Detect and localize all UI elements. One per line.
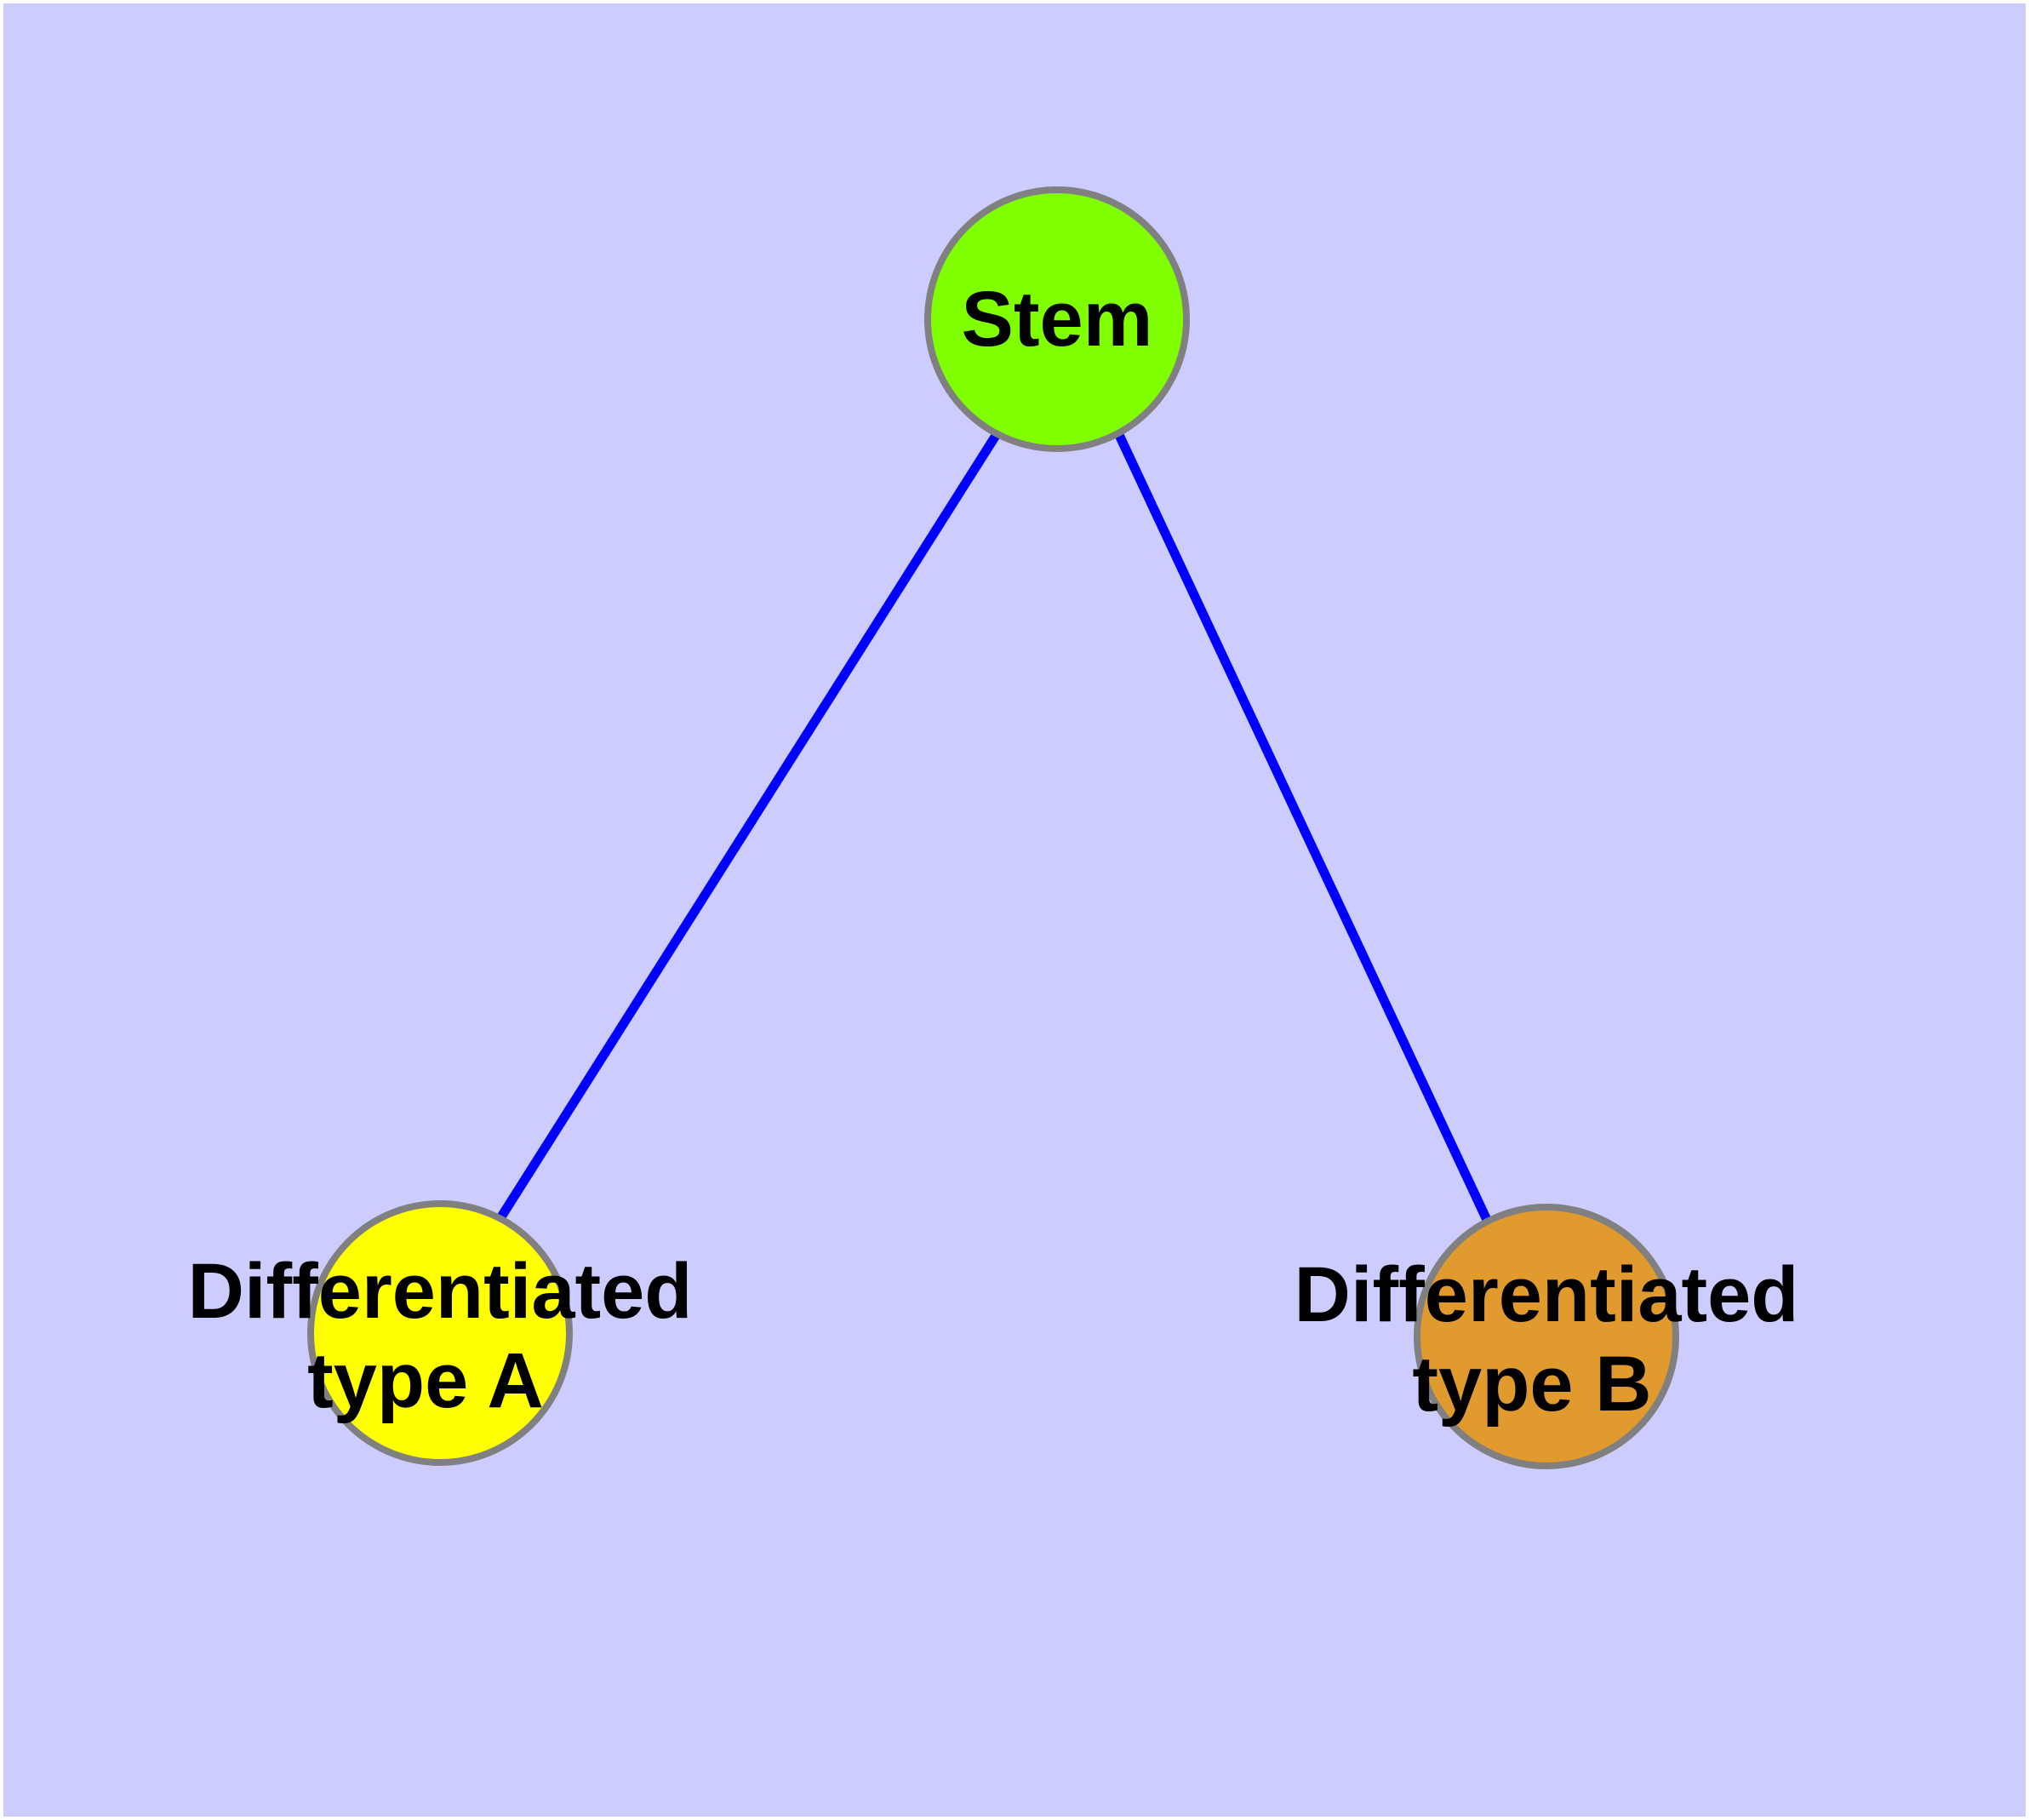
node-stem[interactable]: Stem: [924, 186, 1190, 452]
node-differentiated-type-b-label-line1: Differentiated: [1295, 1251, 1799, 1338]
edge-stem-to-differentiated-type-a[interactable]: [496, 432, 1001, 1221]
node-differentiated-type-a-label-line2: type A: [307, 1337, 544, 1424]
node-stem-label: Stem: [962, 276, 1153, 363]
node-stem-circle[interactable]: [924, 186, 1190, 452]
node-differentiated-type-b-circle[interactable]: [1414, 1204, 1679, 1469]
node-layer: Stem Differentiated type A Differentiate…: [188, 186, 1799, 1469]
edge-layer: [496, 432, 1491, 1222]
edge-stem-to-differentiated-type-b[interactable]: [1115, 432, 1491, 1222]
node-differentiated-type-a-label-line1: Differentiated: [188, 1248, 693, 1335]
node-differentiated-type-a[interactable]: Differentiated type A: [188, 1200, 693, 1466]
node-differentiated-type-b[interactable]: Differentiated type B: [1295, 1204, 1799, 1469]
node-differentiated-type-b-label-line2: type B: [1412, 1341, 1651, 1428]
node-differentiated-type-a-circle[interactable]: [307, 1200, 573, 1466]
